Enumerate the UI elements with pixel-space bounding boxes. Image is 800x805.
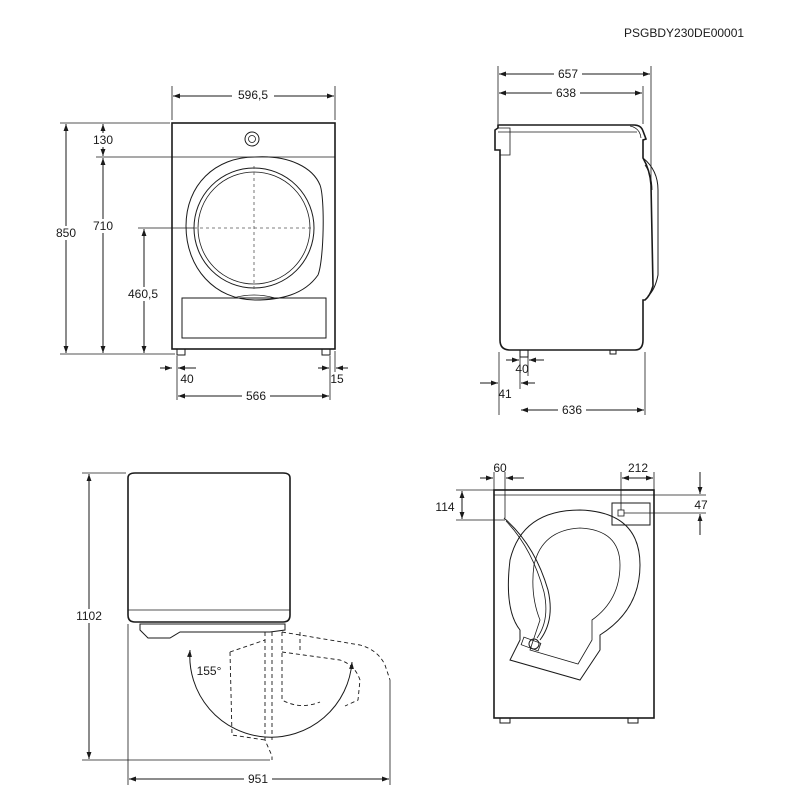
label-hose-from-left: 60: [493, 461, 507, 475]
hose-clip-holder: [520, 636, 542, 652]
label-front-width: 596,5: [238, 88, 268, 102]
label-front-height: 850: [56, 226, 76, 240]
rear-outlet: [611, 502, 651, 526]
front-view: 596,5 850 130 710 460,5 40 15 5: [52, 86, 348, 403]
side-top-curve: [629, 125, 642, 139]
drain-hose-inner: [505, 520, 547, 639]
program-knob-inner: [248, 135, 256, 143]
front-foot-right: [321, 348, 331, 356]
door-outer: [185, 156, 324, 301]
label-bg: [552, 85, 580, 99]
door-open-right-outline: [281, 631, 391, 681]
rear-foot-right: [627, 717, 639, 724]
label-door-angle: 155°: [197, 664, 222, 678]
front-foot-left: [176, 348, 186, 356]
side-view: 657 638 40 41 636: [480, 66, 659, 417]
side-foot-front: [609, 349, 617, 355]
label-foot-right: 15: [330, 372, 344, 386]
door-hinge-base: [139, 623, 286, 639]
rear-drum-outline: [507, 509, 641, 681]
angle-arc: [187, 649, 354, 738]
rear-drum-inner: [529, 527, 621, 665]
side-foot-rear: [519, 349, 529, 358]
program-knob: [244, 131, 260, 147]
label-depth-body: 638: [556, 86, 576, 100]
label-depth-open: 951: [248, 772, 268, 786]
label-hose-from-top: 114: [435, 500, 454, 514]
label-bg: [52, 226, 80, 240]
label-foot-span: 566: [246, 389, 266, 403]
door-open-panel: [229, 639, 266, 741]
label-panel-to-floor: 710: [93, 219, 113, 233]
top-cabinet: [127, 472, 291, 623]
label-door-center-height: 460,5: [128, 287, 158, 301]
label-bg: [232, 87, 274, 101]
label-bg: [244, 771, 272, 785]
filter-handle: [232, 294, 276, 299]
rear-cabinet: [493, 489, 655, 719]
label-bg: [72, 609, 106, 623]
label-depth-total: 657: [558, 67, 578, 81]
label-bg: [242, 388, 270, 402]
label-depth-base: 636: [562, 403, 582, 417]
door-open-hinge-outline: [281, 632, 321, 706]
front-cabinet: [171, 122, 336, 350]
side-cabinet: [494, 124, 654, 351]
rear-foot-left: [499, 717, 511, 724]
rear-view: 60 212 114 47: [435, 461, 708, 724]
product-code: PSGBDY230DE00001: [624, 26, 744, 40]
label-bg: [90, 133, 116, 147]
door-open-view: 155° 1102 951: [72, 472, 391, 786]
side-door-detail: [644, 164, 653, 191]
label-foot-left: 40: [180, 372, 194, 386]
label-door-open-height: 1102: [76, 609, 102, 623]
label-front-offset: 41: [498, 387, 512, 401]
label-top-panel: 130: [93, 133, 113, 147]
label-bg: [554, 66, 582, 80]
drain-hose: [503, 517, 551, 641]
label-side-foot: 40: [515, 362, 529, 376]
label-outlet-from-right: 212: [628, 461, 648, 475]
door-open-left-edge: [264, 632, 273, 760]
side-rear-bracket: [498, 127, 511, 156]
label-bg: [90, 219, 116, 233]
filter-flap: [181, 297, 327, 339]
label-bg: [558, 402, 586, 416]
door-open-right-inner: [281, 651, 361, 707]
label-bg: [124, 287, 164, 301]
label-outlet-from-top: 47: [694, 498, 708, 512]
